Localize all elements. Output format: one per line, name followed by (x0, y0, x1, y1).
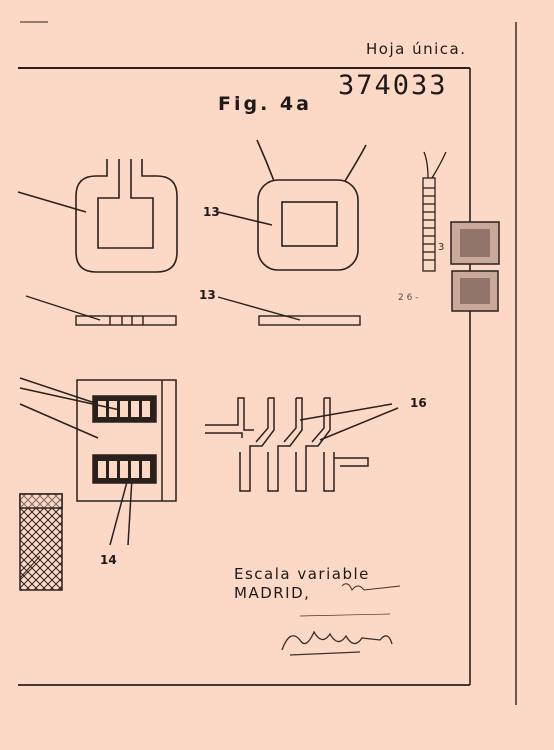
hatched-section (19, 493, 63, 591)
place-name: MADRID, (234, 584, 311, 602)
ref-label-13-top: 13 (203, 205, 220, 219)
scale-note: Escala variable (234, 565, 370, 583)
flat-bars (25, 295, 361, 326)
ref-label-13-mid: 13 (199, 288, 216, 302)
signature (281, 583, 401, 656)
revenue-stamps: 3 2 6 - (398, 221, 500, 312)
ref-label-16: 16 (410, 396, 427, 410)
ref-label-14: 14 (100, 553, 117, 567)
coil-closed-shape (217, 139, 367, 271)
svg-text:3: 3 (438, 242, 444, 253)
patent-number: 374033 (338, 70, 448, 101)
module-block (19, 377, 177, 546)
figure-title: Fig. 4a (218, 93, 312, 115)
sheet-note: Hoja única. (366, 40, 467, 58)
side-strip (422, 151, 447, 272)
lead-frame (205, 397, 399, 492)
sheet-frame (18, 21, 517, 705)
coil-open-shape (17, 159, 178, 273)
svg-text:2 6 -: 2 6 - (398, 293, 418, 303)
